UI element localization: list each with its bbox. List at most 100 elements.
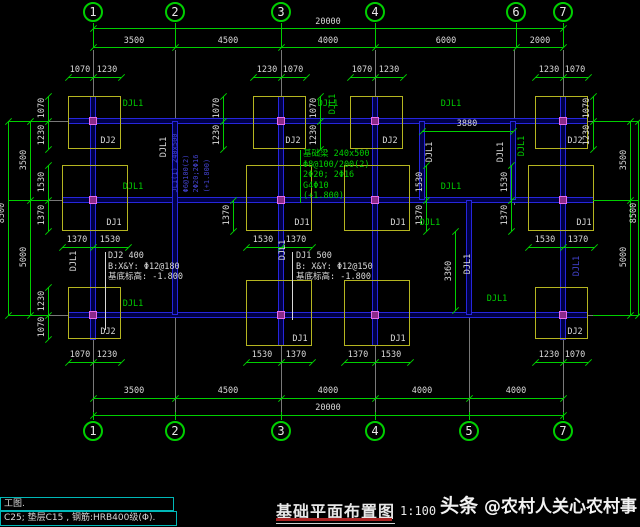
beam-label: DJL1 xyxy=(486,293,508,304)
dimension-tick xyxy=(302,73,311,82)
dimension-line xyxy=(469,412,470,420)
axis-bubble: 4 xyxy=(365,421,385,441)
dim-label: 1370 xyxy=(567,234,589,245)
beam-label: DJL1 xyxy=(462,253,473,275)
dim-label: 1530 xyxy=(36,171,47,193)
dim-label: 3500 xyxy=(123,385,145,396)
dimension-line xyxy=(8,315,48,316)
axis-bubble: 5 xyxy=(459,421,479,441)
beam-label: DJL1 xyxy=(571,255,582,277)
foundation-outline xyxy=(535,96,588,149)
dim-label: 1370 xyxy=(285,234,307,245)
axis-bubble: 7 xyxy=(553,2,573,22)
axis-bubble: 4 xyxy=(365,2,385,22)
foundation-outline xyxy=(246,165,312,231)
watermark-brand: 头条 xyxy=(440,495,479,517)
axis-bubble: 3 xyxy=(271,421,291,441)
axis-bubble: 2 xyxy=(165,421,185,441)
dim-label: 4500 xyxy=(217,385,239,396)
dim-label: 1370 xyxy=(499,204,510,226)
column xyxy=(89,196,97,204)
dim-label: 1070 xyxy=(69,349,91,360)
dimension-line xyxy=(8,200,48,201)
foundation-label: DJ2 xyxy=(100,326,116,337)
axis-bubble: 7 xyxy=(553,421,573,441)
dim-label: 1230 xyxy=(96,349,118,360)
dimension-line xyxy=(93,412,94,420)
dimension-line xyxy=(593,121,638,122)
dim-label: 20000 xyxy=(315,402,341,413)
column xyxy=(371,311,379,319)
beam-label: DJL1 xyxy=(68,250,79,272)
dimension-tick xyxy=(308,243,317,252)
dim-label: 1530 xyxy=(251,349,273,360)
dim-label: 3500 xyxy=(123,35,145,46)
beam-label: DJL1 xyxy=(516,135,527,157)
dim-label: 1370 xyxy=(66,234,88,245)
beam-label: DJL1 xyxy=(277,239,288,261)
title-block: 基础平面布置图 1:100 xyxy=(276,498,496,524)
watermark-handle: @农村人关心农村事 xyxy=(484,497,638,517)
dimension-line xyxy=(48,96,49,149)
dim-label: 1070 xyxy=(564,349,586,360)
dimension-tick xyxy=(44,227,53,236)
foundation-beam xyxy=(68,312,588,318)
dimension-line xyxy=(292,252,293,320)
foundation-label: DJ2 xyxy=(567,135,583,146)
foundation-outline xyxy=(350,96,403,149)
beam-label: DJL1 xyxy=(122,98,144,109)
beam-label: DJL1 xyxy=(440,98,462,109)
dimension-line xyxy=(350,77,403,78)
dimension-line xyxy=(93,398,563,399)
dimension-line xyxy=(30,121,31,315)
beam-label: DJL1 xyxy=(424,141,435,163)
drawing-title: 基础平面布置图 xyxy=(276,498,396,524)
dimension-tick xyxy=(507,227,516,236)
dimension-line xyxy=(455,231,456,310)
dimension-line xyxy=(563,412,564,420)
drawing-scale: 1:100 xyxy=(400,504,437,518)
dimension-tick xyxy=(308,358,317,367)
dimension-tick xyxy=(422,227,431,236)
beam-label: DJL1 xyxy=(317,98,339,109)
dimension-tick xyxy=(399,73,408,82)
dimension-line xyxy=(68,77,121,78)
dim-label: 1230 xyxy=(211,124,222,146)
dimension-line xyxy=(593,96,594,149)
beam-label: DJL1 xyxy=(440,181,462,192)
dim-label: 8500 xyxy=(0,202,7,224)
dimension-line xyxy=(344,362,410,363)
foundation-outline xyxy=(253,96,306,149)
dimension-line xyxy=(300,150,301,203)
dim-label: 1070 xyxy=(282,64,304,75)
dim-label: 1530 xyxy=(499,171,510,193)
dimension-line xyxy=(233,200,234,231)
dim-label: 1370 xyxy=(347,349,369,360)
column xyxy=(89,117,97,125)
dim-label: 1230 xyxy=(538,64,560,75)
foundation-outline xyxy=(344,280,410,346)
axis-bubble: 1 xyxy=(83,2,103,22)
dim-label: 5000 xyxy=(618,246,629,268)
title-underline xyxy=(276,518,392,521)
axis-bubble: 1 xyxy=(83,421,103,441)
column xyxy=(371,196,379,204)
dim-label: 1070 xyxy=(69,64,91,75)
axis-bubble: 6 xyxy=(506,2,526,22)
dim-label: 1070 xyxy=(211,97,222,119)
dimension-line xyxy=(593,315,638,316)
foundation-beam xyxy=(419,121,425,200)
dim-label: 1070 xyxy=(581,97,592,119)
foundation-beam xyxy=(172,121,178,315)
foundation-label: DJ1 xyxy=(294,217,310,228)
dim-label: 1370 xyxy=(36,204,47,226)
foundation-beam xyxy=(466,200,472,315)
foundation-outline xyxy=(535,287,588,339)
column xyxy=(277,117,285,125)
general-note-box-2: C25; 垫层C15 , 钢筋:HRB400级(Φ). xyxy=(0,511,177,526)
general-note-1: 工图. xyxy=(4,499,25,509)
dim-label: 1530 xyxy=(414,171,425,193)
